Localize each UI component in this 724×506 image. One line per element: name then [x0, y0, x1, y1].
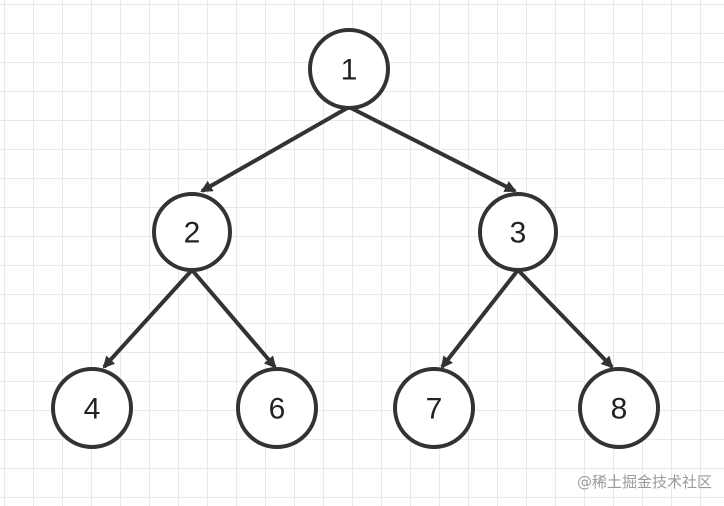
tree-node-8: 8 — [578, 367, 660, 449]
tree-node-1: 1 — [308, 28, 390, 110]
edge-1-3 — [348, 105, 517, 193]
node-label-8: 8 — [611, 393, 628, 426]
node-label-6: 6 — [269, 393, 286, 426]
node-label-3: 3 — [510, 217, 527, 250]
tree-node-3: 3 — [478, 192, 558, 272]
edge-3-8 — [516, 268, 614, 369]
watermark-text: @稀土掘金技术社区 — [576, 473, 712, 491]
tree-node-4: 4 — [51, 367, 133, 449]
node-label-1: 1 — [341, 54, 358, 87]
edge-3-7 — [440, 268, 520, 369]
node-label-7: 7 — [426, 393, 443, 426]
node-label-4: 4 — [84, 393, 101, 426]
tree-node-6: 6 — [236, 367, 318, 449]
tree-node-2: 2 — [152, 192, 232, 272]
edge-2-6 — [190, 268, 277, 369]
edge-2-4 — [102, 268, 194, 369]
node-label-2: 2 — [184, 217, 201, 250]
edge-1-2 — [200, 105, 350, 193]
tree-node-7: 7 — [393, 367, 475, 449]
